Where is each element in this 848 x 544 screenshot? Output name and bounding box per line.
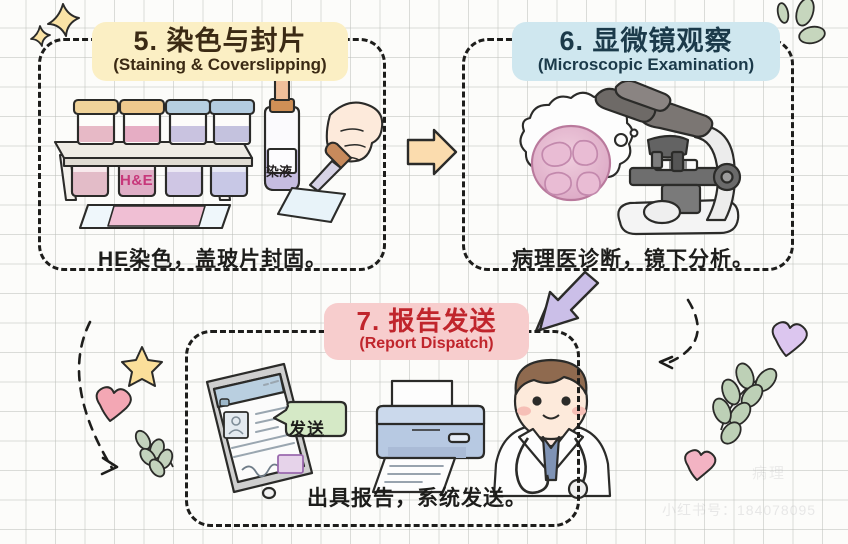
watermark-text: 小红书号：184078095: [662, 502, 817, 518]
step-6-caption: 病理医诊断，镜下分析。: [512, 248, 754, 271]
heart-decoration-right-pink: [684, 449, 717, 481]
step-5-title-cn: 5. 染色与封片: [133, 26, 307, 56]
leaf-sprig-right: [712, 362, 778, 445]
step-6-title-cn: 6. 显微镜观察: [559, 26, 733, 56]
heart-decoration-right-purple: [771, 321, 808, 357]
arrow-dashed-left-curve-head: [100, 456, 119, 476]
watermark-text-secondary: 病理: [752, 465, 787, 482]
he-slide-label: H&E: [120, 172, 154, 189]
arrow-dashed-right-curve: [668, 298, 699, 364]
step-7-title-cn: 7. 报告发送: [356, 306, 497, 336]
arrow-dashed-left-curve: [77, 320, 114, 470]
stain-bottle-label: 染液: [266, 164, 293, 179]
step-7-title-banner: 7. 报告发送 (Report Dispatch): [324, 303, 529, 361]
step-7-title-en: (Report Dispatch): [359, 335, 494, 353]
arrow-step5-to-step6: [406, 128, 458, 176]
leaf-petals-top-right: [776, 0, 826, 45]
leaf-sprig-left: [134, 429, 174, 478]
arrow-step6-to-step7: [534, 270, 600, 333]
star-decoration-mid-left: [121, 346, 163, 387]
heart-decoration-left: [95, 386, 132, 422]
step-7-caption: 出具报告，系统发送。: [307, 487, 527, 510]
step-5-title-banner: 5. 染色与封片 (Staining & Coverslipping): [92, 22, 348, 82]
arrow-dashed-right-curve-head: [658, 355, 674, 370]
star-decoration-top-left: [47, 3, 80, 37]
step-6-title-en: (Microscopic Examination): [537, 55, 755, 75]
step-5-caption: HE染色，盖玻片封固。: [98, 248, 328, 271]
step-6-title-banner: 6. 显微镜观察 (Microscopic Examination): [512, 22, 780, 82]
send-bubble-label: 发送: [289, 420, 325, 439]
step-5-title-en: (Staining & Coverslipping): [113, 55, 327, 75]
